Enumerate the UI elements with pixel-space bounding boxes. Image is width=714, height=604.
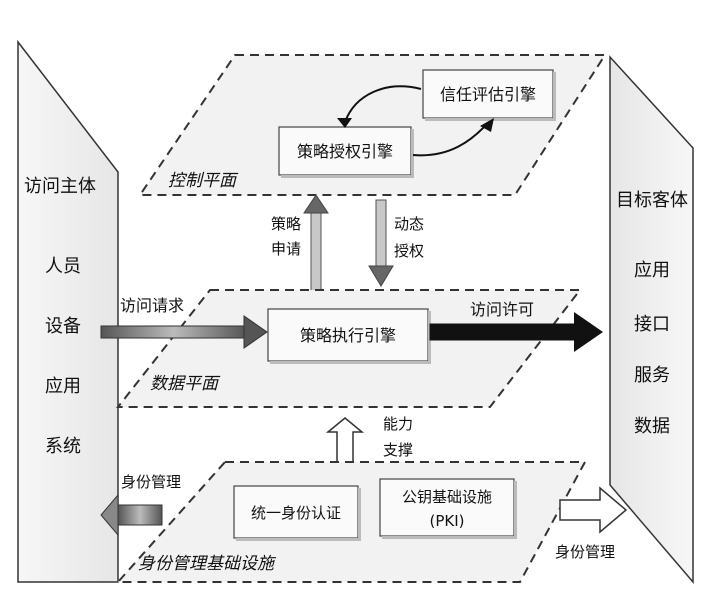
control-plane: 控制平面 信任评估引擎 策略授权引擎 — [138, 54, 607, 196]
identity-mgmt-left-label: 身份管理 — [121, 473, 181, 491]
access-subject-item-4: 系统 — [45, 436, 81, 457]
control-plane-label: 控制平面 — [168, 171, 239, 191]
identity-mgmt-left-arrow — [100, 493, 163, 537]
target-object-panel: 目标客体 应用 接口 服务 数据 — [609, 55, 694, 585]
access-subject-item-3: 应用 — [45, 376, 81, 397]
pki-label-line2: (PKI) — [429, 512, 464, 530]
identity-management-plane-label: 身份管理基础设施 — [138, 554, 277, 574]
policy-to-trust-curve-arrow — [412, 123, 488, 157]
access-subject-title: 访问主体 — [24, 176, 96, 197]
identity-mgmt-right-arrow — [559, 486, 628, 534]
access-permit-arrow — [429, 312, 603, 352]
policy-authorization-engine-label: 策略授权引擎 — [297, 142, 393, 161]
policy-request-label-1: 策略 — [271, 215, 301, 233]
data-plane-label: 数据平面 — [150, 374, 221, 394]
dynamic-authorization-label-2: 授权 — [394, 242, 424, 260]
pki-label-line1: 公钥基础设施 — [402, 488, 492, 506]
dynamic-authorization-label-1: 动态 — [394, 215, 424, 233]
access-permit-label: 访问许可 — [470, 300, 534, 319]
policy-execution-engine-label: 策略执行引擎 — [300, 326, 396, 345]
identity-management-plane: 身份管理基础设施 统一身份认证 公钥基础设施 (PKI) — [115, 461, 587, 583]
trust-evaluation-engine-box — [422, 69, 554, 119]
access-subject-panel: 访问主体 人员 设备 应用 系统 — [17, 39, 119, 583]
capability-support-arrow — [325, 417, 365, 466]
pki-box — [379, 478, 515, 537]
target-object-item-2: 接口 — [634, 314, 670, 335]
dynamic-authorization-arrow — [368, 199, 394, 287]
access-subject-item-1: 人员 — [45, 256, 81, 277]
target-object-item-3: 服务 — [634, 365, 670, 386]
capability-support-label-2: 支撑 — [383, 441, 413, 459]
unified-identity-auth-label: 统一身份认证 — [251, 504, 341, 522]
policy-request-arrow — [303, 194, 329, 293]
target-object-title: 目标客体 — [616, 190, 688, 211]
target-object-item-1: 应用 — [634, 260, 670, 281]
data-plane: 数据平面 策略执行引擎 — [115, 289, 583, 408]
trust-to-policy-curve-arrow — [344, 85, 422, 123]
capability-support-label-1: 能力 — [383, 415, 413, 433]
access-request-label: 访问请求 — [120, 296, 184, 315]
policy-request-label-2: 申请 — [271, 240, 301, 258]
identity-mgmt-right-label: 身份管理 — [555, 543, 615, 561]
unified-identity-auth-box — [233, 485, 359, 539]
access-request-arrow — [100, 315, 268, 349]
access-subject-item-2: 设备 — [45, 316, 81, 337]
trust-evaluation-engine-label: 信任评估引擎 — [440, 85, 536, 104]
target-object-item-4: 数据 — [634, 416, 670, 437]
